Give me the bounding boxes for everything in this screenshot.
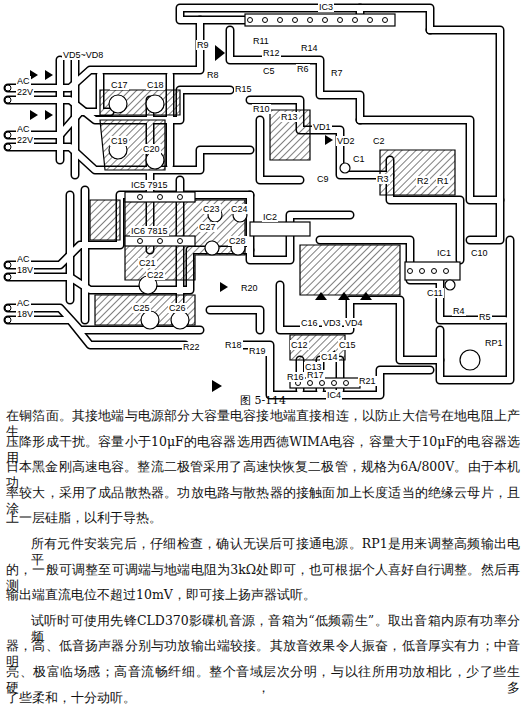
component-label: AC — [16, 254, 31, 264]
component-label: R14 — [300, 43, 319, 53]
component-label: IC3 — [318, 2, 334, 12]
component-label: C26 — [168, 303, 187, 313]
component-label: R21 — [358, 376, 377, 386]
component-label: AC — [16, 298, 31, 308]
component-label: C2 — [372, 136, 386, 146]
component-label: R11 — [252, 36, 270, 46]
component-label: C18 — [146, 80, 165, 90]
component-label: C22 — [146, 270, 165, 280]
component-label: AC — [16, 76, 31, 86]
component-label: C14 — [320, 352, 339, 362]
component-label: VD5~VD8 — [62, 50, 104, 60]
component-label: C23 — [202, 204, 221, 214]
component-label: C10 — [470, 248, 489, 258]
component-label: IC4 — [326, 390, 342, 400]
component-label: C11 — [426, 288, 444, 298]
component-label: R6 — [296, 64, 310, 74]
component-label: C17 — [110, 80, 129, 90]
component-label: C5 — [262, 66, 276, 76]
component-label: IC1 — [436, 248, 452, 258]
component-label: 18V — [16, 309, 34, 319]
component-label: VD2 — [336, 136, 356, 146]
component-label: VD3 — [322, 318, 342, 328]
component-label: C12 — [290, 340, 309, 350]
component-label: R12 — [262, 48, 281, 58]
component-label: C25 — [132, 303, 151, 313]
component-label: R16 — [286, 372, 305, 382]
component-label: R7 — [330, 68, 344, 78]
component-label: R2 — [416, 176, 430, 186]
component-label: 18V — [16, 265, 34, 275]
figure-caption: 图 5-114 — [240, 393, 286, 408]
component-label: R22 — [182, 342, 201, 352]
component-label: R9 — [196, 40, 210, 50]
component-label: C21 — [138, 258, 157, 268]
component-label: IC5 7915 — [130, 180, 169, 190]
component-label: R20 — [240, 283, 259, 293]
component-label: C1 — [352, 154, 366, 164]
component-label: R15 — [234, 84, 253, 94]
component-label: R1 — [436, 176, 450, 186]
body-text-line: 输出端直流电位不超过10mV，即可接上扬声器试听。 — [6, 587, 520, 603]
component-label: C19 — [110, 136, 129, 146]
component-label: C27 — [198, 222, 217, 232]
component-label: C15 — [338, 340, 357, 350]
component-label: R19 — [248, 346, 267, 356]
component-label: R8 — [206, 70, 220, 80]
component-label: C24 — [230, 204, 249, 214]
component-label: R10 — [252, 104, 271, 114]
component-label: C28 — [228, 236, 247, 246]
body-text-line: 了些柔和，十分动听。 — [6, 690, 520, 706]
component-label: VD4 — [344, 318, 364, 328]
component-label: R5 — [478, 312, 492, 322]
component-label: C20 — [142, 144, 161, 154]
component-label: RP1 — [484, 338, 504, 348]
component-label: VD1 — [312, 122, 332, 132]
component-label: 22V — [16, 135, 34, 145]
component-label: R4 — [452, 306, 466, 316]
component-label: AC — [16, 124, 31, 134]
component-label: C9 — [316, 174, 330, 184]
component-label: R13 — [280, 112, 299, 122]
component-label: IC2 — [262, 212, 278, 222]
body-text-line: 上一层硅脂，以利于导热。 — [6, 510, 520, 526]
component-label: IC6 7815 — [130, 226, 169, 236]
component-label: C16 — [300, 318, 319, 328]
component-label: 22V — [16, 87, 34, 97]
component-label: R18 — [224, 340, 243, 350]
component-label: R17 — [306, 370, 325, 380]
pcb-layout — [0, 0, 526, 400]
component-label: R3 — [376, 174, 390, 184]
